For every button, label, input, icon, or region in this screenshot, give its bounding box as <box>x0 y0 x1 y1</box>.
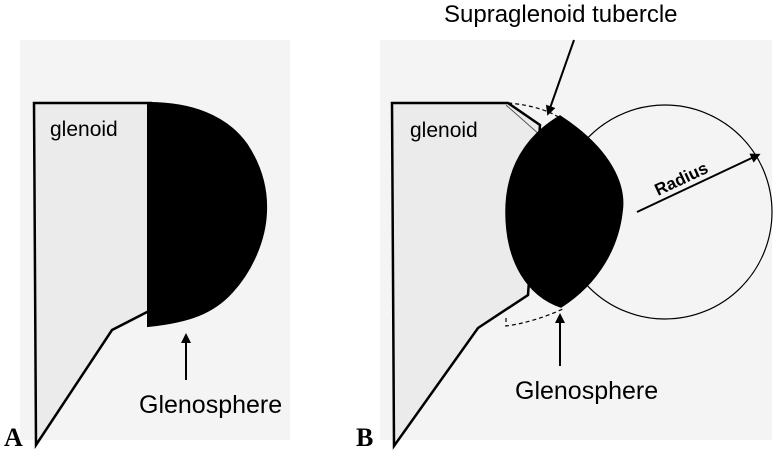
panel-b-bone-inner-edge <box>505 104 541 136</box>
panel-a-glenosphere <box>147 101 268 328</box>
panel-b: glenoid Supraglenoid tubercle Radius Gle… <box>356 1 773 452</box>
panel-a-glenosphere-label: Glenosphere <box>139 391 282 419</box>
panel-a-glenoid-label: glenoid <box>50 118 118 141</box>
panel-b-glenosphere <box>505 115 624 308</box>
panel-a-letter: A <box>4 423 23 452</box>
panel-b-radius-arrow <box>636 153 761 213</box>
panel-b-letter: B <box>356 423 373 452</box>
panel-a-glenoid-bone <box>32 101 153 450</box>
panel-b-glenosphere-label: Glenosphere <box>515 377 658 405</box>
panel-b-glenoid-label: glenoid <box>410 119 478 142</box>
panel-a: glenoid Glenosphere A <box>4 40 290 452</box>
panel-b-tubercle-label: Supraglenoid tubercle <box>444 1 678 28</box>
panel-b-tubercle-arrow <box>545 39 575 116</box>
